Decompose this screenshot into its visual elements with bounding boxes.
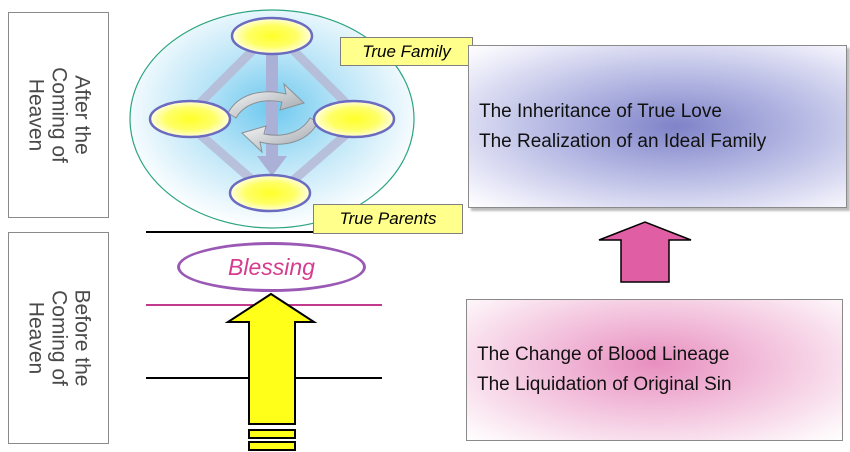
diamond-connectors: [191, 40, 355, 190]
family-nodes: [148, 16, 396, 213]
node-top: [230, 16, 314, 56]
blood-lineage-line: The Change of Blood Lineage: [477, 344, 730, 365]
before-coming-box: Before the Coming of Heaven: [8, 232, 109, 444]
center-down-arrow: [257, 48, 287, 176]
after-coming-box: After the Coming of Heaven: [8, 12, 109, 218]
inheritance-panel: The Inheritance of True Love The Realiza…: [468, 45, 847, 208]
true-family-tag: True Family: [340, 37, 473, 66]
blood-lineage-panel: The Change of Blood Lineage The Liquidat…: [466, 299, 843, 441]
node-left: [148, 99, 232, 139]
swirl-arrows-icon: [227, 82, 319, 154]
node-right: [312, 99, 396, 139]
original-sin-line: The Liquidation of Original Sin: [477, 374, 732, 395]
node-bottom: [228, 173, 312, 213]
pink-up-arrow: [598, 221, 692, 283]
blessing-ellipse: Blessing: [177, 242, 366, 292]
yellow-up-arrow: [224, 292, 318, 451]
inheritance-line: The Inheritance of True Love: [479, 100, 722, 122]
true-parents-tag: True Parents: [313, 204, 463, 234]
ideal-family-line: The Realization of an Ideal Family: [479, 130, 767, 152]
